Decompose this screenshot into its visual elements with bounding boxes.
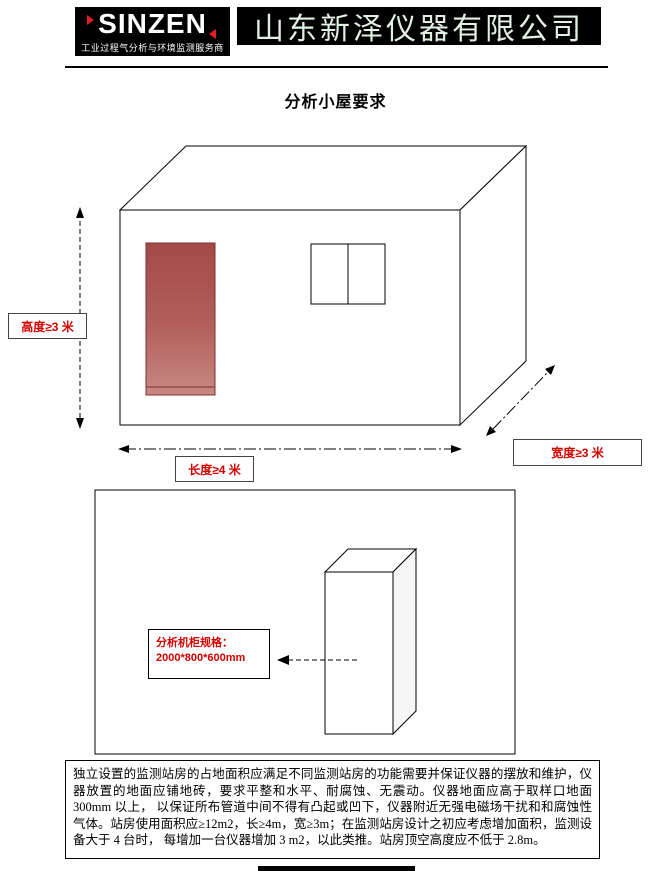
arrow-left-icon: [277, 655, 289, 665]
cabinet-annotation-arrow: [277, 655, 357, 665]
cabinet-spec-size: 2000*800*600mm: [156, 652, 246, 665]
requirements-text-box: 独立设置的监测站房的占地面积应满足不同监测站房的功能需要并保证仪器的摆放和维护，…: [65, 760, 600, 859]
company-name: 山东新泽仪器有限公司: [254, 13, 584, 46]
footer-bar: [258, 866, 415, 871]
arrow-right-icon: [451, 445, 462, 453]
length-dimension-label: 长度≥4 米: [175, 456, 254, 482]
cabin-top-face: [118, 145, 528, 211]
company-name-banner: 山东新泽仪器有限公司: [237, 7, 601, 46]
arrow-downleft-icon: [486, 426, 496, 436]
cabin-3d-drawing: [118, 144, 528, 427]
figure2-frame: [94, 489, 516, 755]
arrow-down-icon: [76, 418, 84, 429]
arrow-left-icon: [118, 445, 129, 453]
logo-wordmark: SINZEN: [98, 8, 207, 39]
cabinet-spec-label: 分析机柜规格： 2000*800*600mm: [148, 629, 270, 679]
header-divider: [65, 66, 608, 68]
logo-accent-triangle-icon: [87, 15, 94, 25]
cabinet-front-face: [324, 571, 394, 735]
width-dimension-label: 宽度≥3 米: [513, 439, 642, 466]
cabinet-right-face: [392, 547, 417, 736]
cabinet-spec-title: 分析机柜规格：: [156, 637, 233, 649]
height-dimension-label: 高度≥3 米: [8, 313, 87, 339]
sinzen-logo: SINZEN 工业过程气分析与环境监测服务商: [75, 7, 230, 56]
analyzer-cabinet-front: [145, 242, 216, 396]
page-title: 分析小屋要求: [284, 94, 387, 111]
arrow-up-icon: [76, 207, 84, 218]
width-dimension-arrow: [486, 365, 555, 436]
logo-accent-triangle-icon: [209, 29, 216, 39]
requirements-paragraph: 独立设置的监测站房的占地面积应满足不同监测站房的功能需要并保证仪器的摆放和维护，…: [73, 767, 592, 847]
arrow-upright-icon: [545, 365, 555, 375]
length-dimension-arrow: [118, 445, 462, 453]
cabinet-3d-drawing: [323, 547, 418, 736]
logo-tagline: 工业过程气分析与环境监测服务商: [81, 43, 224, 53]
